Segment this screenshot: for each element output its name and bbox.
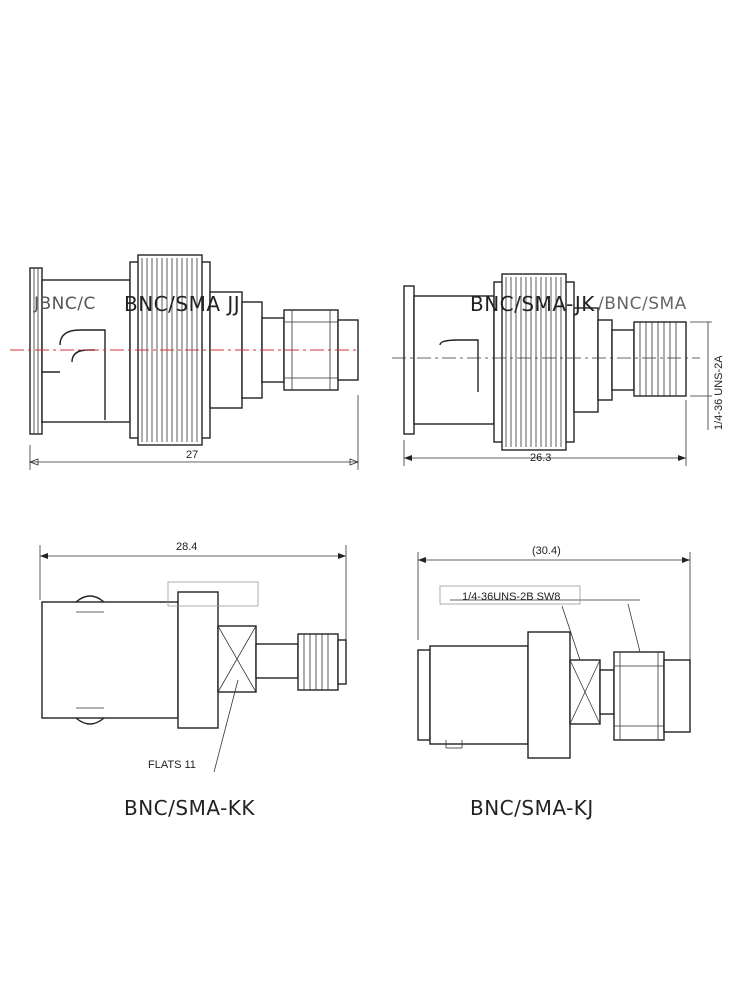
dim-kj: (30.4) [532,545,561,557]
dim-jj: 27 [186,449,198,461]
drawing-bnc-sma-jk [392,273,712,466]
caption-bnc-sma-kk: BNC/SMA-KK [124,796,256,820]
knurl-lines-jk [505,277,562,447]
caption-bnc-sma-jj: BNC/SMA JJ [124,292,241,316]
caption-suffix-jk: /BNC/SMA [598,294,687,314]
flats-note-kk: FLATS 11 [148,759,196,771]
thread-lines-jk [639,322,677,396]
caption-bnc-sma-jk: BNC/SMA-JK [470,292,595,316]
dim-kk: 28.4 [176,541,197,553]
thread-note-jk: 1/4-36 UNS-2A [713,355,725,430]
dim-jk: 26.3 [530,452,551,464]
caption-bnc-sma-kj: BNC/SMA-KJ [470,796,594,820]
drawing-bnc-sma-kj [417,552,691,759]
caption-prefix-jj: JBNC/C [34,294,96,314]
drawing-bnc-sma-kk [39,545,347,773]
thread-note-kj: 1/4-36UNS-2B SW8 [462,591,560,603]
thread-lines-kk [303,634,329,690]
drawing-bnc-sma-jj [10,254,360,470]
